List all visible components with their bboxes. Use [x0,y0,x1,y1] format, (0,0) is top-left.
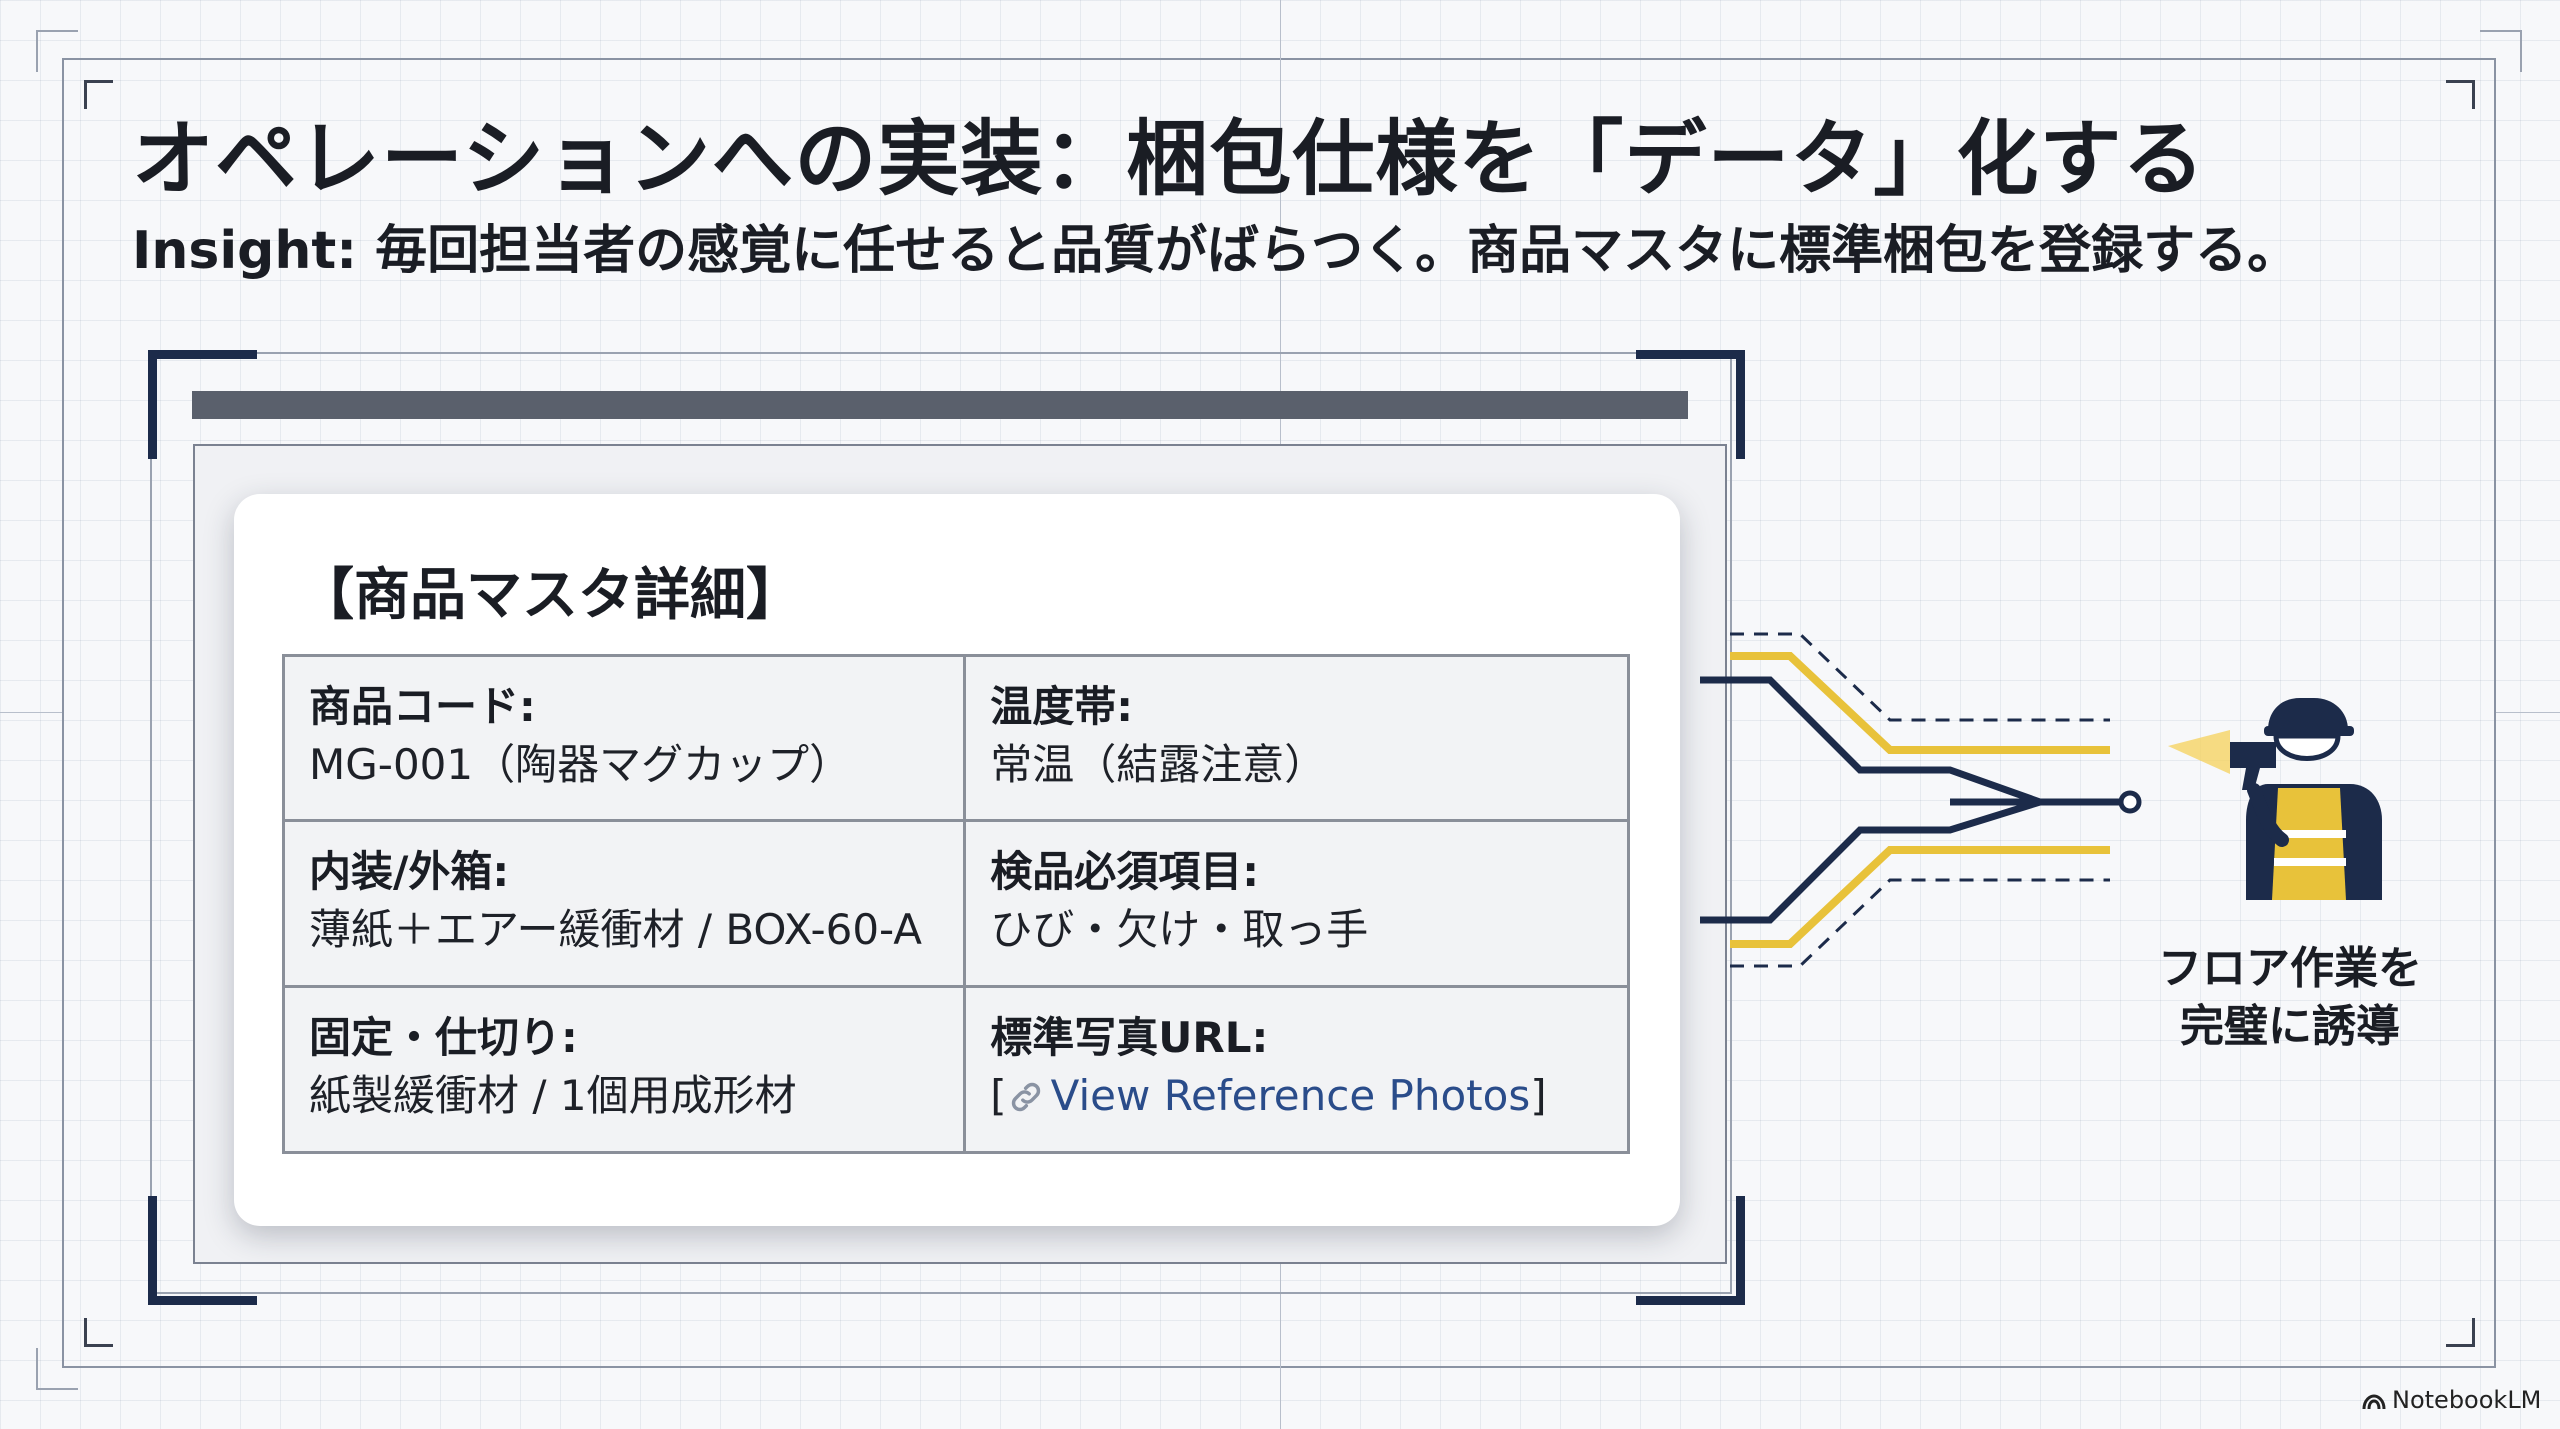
table-row: 内装/外箱: 薄紙＋エアー緩衝材 / BOX-60-A 検品必須項目: ひび・欠… [281,819,1630,988]
cell-label: 商品コード: [309,682,536,731]
cell-product-code: 商品コード: MG-001（陶器マグカップ） [281,653,967,823]
view-reference-photos-link[interactable]: View Reference Photos [1050,1070,1531,1120]
product-master-table: 商品コード: MG-001（陶器マグカップ） 温度帯: 常温（結露注意） 内装/… [281,653,1630,1155]
cell-label: 検品必須項目: [990,847,1260,897]
outer-mark-bottom-left [36,1348,78,1390]
notebooklm-branding: NotebookLM [2362,1386,2541,1414]
crop-mark-top-right [2446,80,2475,109]
cell-value: 紙製緩衝材 / 1個用成形材 [309,1070,797,1120]
crop-mark-top-left [84,80,113,109]
outer-mark-top-left [36,30,78,72]
outer-mark-top-right [2480,30,2522,72]
converging-paths-icon [1700,632,2142,968]
link-bracket-close: ] [1530,1070,1547,1120]
product-master-heading: 【商品マスタ詳細】 [298,563,802,628]
slide-subtitle: Insight: 毎回担当者の感覚に任せると品質がばらつく。商品マスタに標準梱包… [132,221,2300,281]
floor-caption-line2: 完璧に誘導 [2180,1001,2400,1052]
notebooklm-logo-icon [2362,1386,2386,1414]
bracket-top-right [1636,350,1745,459]
worker-with-scanner-icon [2168,698,2382,900]
cell-value: 薄紙＋エアー緩衝材 / BOX-60-A [309,905,923,955]
cell-temperature: 温度帯: 常温（結露注意） [963,653,1630,823]
device-outline [150,352,1732,1294]
slide-title: オペレーションへの実装：梱包仕様を「データ」化する [132,112,2206,207]
bracket-bottom-left [148,1196,257,1305]
cell-label: 温度帯: [990,682,1134,731]
reference-photos-link-wrapper: [ View Reference Photos] [990,1071,1546,1120]
cell-label: 標準写真URL: [990,1012,1269,1062]
link-icon [1007,1067,1045,1127]
table-row: 商品コード: MG-001（陶器マグカップ） 温度帯: 常温（結露注意） [281,653,1630,823]
cell-photo-url: 標準写真URL: [ View Reference Photos] [963,984,1630,1155]
cell-fixing: 固定・仕切り: 紙製緩衝材 / 1個用成形材 [281,984,967,1155]
bracket-bottom-right [1636,1196,1745,1305]
floor-caption: フロア作業を 完璧に誘導 [2140,940,2440,1056]
cell-label: 内装/外箱: [309,847,510,897]
guide-right [2496,712,2560,713]
guide-left [0,712,62,713]
floor-caption-line1: フロア作業を [2158,943,2422,994]
screen-top-bar [192,391,1688,419]
crop-mark-bottom-right [2446,1318,2475,1347]
bracket-top-left [148,350,257,459]
link-bracket-open: [ [990,1070,1007,1120]
crop-mark-bottom-left [84,1318,113,1347]
cell-value: MG-001（陶器マグカップ） [309,740,852,789]
cell-inspection: 検品必須項目: ひび・欠け・取っ手 [963,819,1630,988]
cell-packaging: 内装/外箱: 薄紙＋エアー緩衝材 / BOX-60-A [281,819,967,988]
cell-value: 常温（結露注意） [990,740,1327,789]
page-frame [62,58,2496,1368]
table-row: 固定・仕切り: 紙製緩衝材 / 1個用成形材 標準写真URL: [ View Re… [281,984,1630,1155]
notebooklm-logo-text: NotebookLM [2392,1386,2542,1414]
cell-label: 固定・仕切り: [309,1012,578,1062]
cell-value: ひび・欠け・取っ手 [990,905,1369,955]
